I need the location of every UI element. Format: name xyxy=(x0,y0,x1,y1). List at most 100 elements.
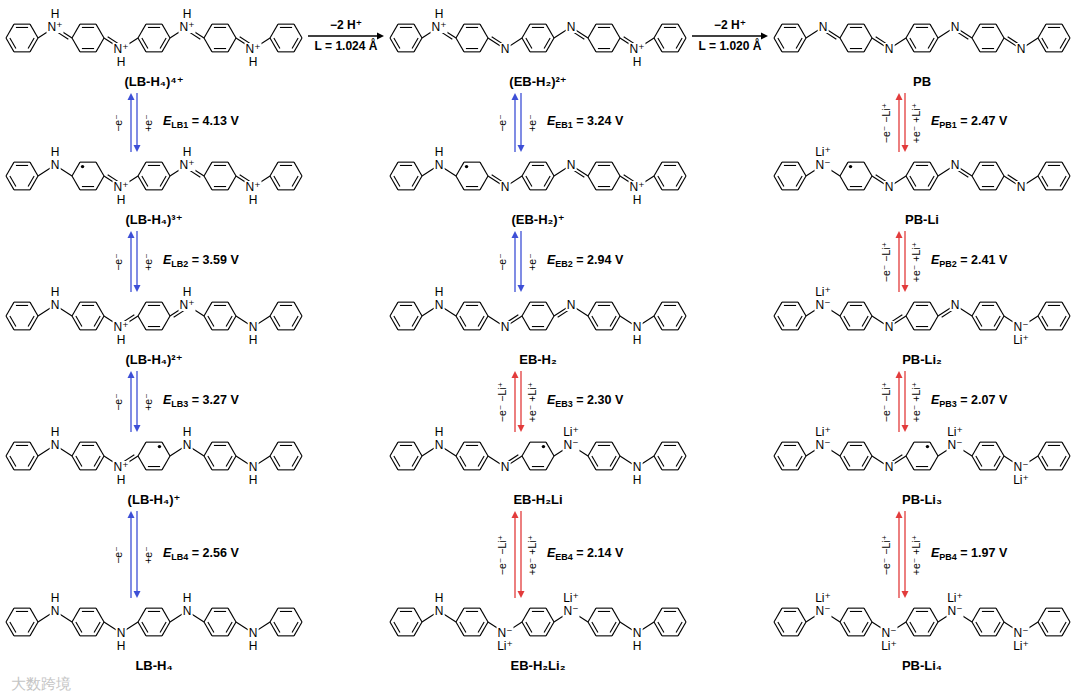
bond xyxy=(294,302,302,316)
bond xyxy=(546,316,554,330)
bond xyxy=(228,302,236,316)
bond xyxy=(982,48,994,49)
bond xyxy=(208,456,214,467)
bond xyxy=(972,302,980,316)
bond xyxy=(864,456,872,470)
atom-label: N⁻ xyxy=(1013,461,1030,473)
bond xyxy=(162,162,170,176)
bond xyxy=(456,316,464,330)
atom-label: N xyxy=(500,181,511,193)
bond xyxy=(916,611,928,612)
bond xyxy=(840,442,848,456)
atom-label: H xyxy=(632,334,643,346)
bond xyxy=(148,305,160,306)
bond xyxy=(80,442,96,443)
bond xyxy=(204,162,212,176)
bond xyxy=(146,329,162,330)
atom-label: N⁺ xyxy=(179,21,196,33)
bond xyxy=(532,165,544,166)
bond xyxy=(480,442,488,456)
bond xyxy=(204,176,212,190)
atom-label: N⁻ xyxy=(815,299,832,311)
atom-label: H xyxy=(116,640,127,652)
atom-label: Li⁺ xyxy=(814,146,832,158)
bond xyxy=(414,24,422,38)
bond xyxy=(464,469,480,470)
arrow-head xyxy=(128,371,135,378)
bond-length-label: L = 1.024 Å xyxy=(314,40,379,53)
bond xyxy=(906,162,914,176)
bond xyxy=(390,456,398,470)
compound-name: PB-Li₃ xyxy=(772,492,1072,508)
bond xyxy=(1062,38,1070,52)
potential-label: EPB4 = 1.97 V xyxy=(930,546,1008,562)
bond xyxy=(976,316,982,327)
bond xyxy=(96,302,104,316)
bond xyxy=(6,316,14,330)
bond xyxy=(274,316,280,327)
reaction-arrow xyxy=(512,231,525,292)
bond xyxy=(906,608,914,622)
bond xyxy=(798,608,806,622)
bond xyxy=(980,608,996,609)
compound: NNNNPB xyxy=(772,6,1072,90)
bond xyxy=(840,622,848,636)
bond xyxy=(212,608,228,609)
bond xyxy=(480,622,488,636)
atom-label: N⁻ xyxy=(563,439,580,451)
bond xyxy=(274,622,280,633)
bond xyxy=(654,38,662,52)
bond xyxy=(662,608,678,609)
bond xyxy=(796,316,802,327)
watermark: 大数跨境 xyxy=(10,676,72,693)
bond xyxy=(1038,302,1046,316)
bond xyxy=(994,316,1000,327)
bond xyxy=(784,165,796,166)
atom-label: Li⁺ xyxy=(946,426,964,438)
atom-label: Li⁺ xyxy=(562,592,580,604)
bond xyxy=(916,165,928,166)
bond xyxy=(522,162,530,176)
bond xyxy=(162,622,170,636)
bond xyxy=(138,442,146,456)
atom-label: N xyxy=(884,461,895,473)
bond xyxy=(212,24,228,25)
arrow-head xyxy=(134,145,141,152)
bond xyxy=(214,27,226,28)
bond xyxy=(146,51,162,52)
bond xyxy=(464,635,480,636)
bond xyxy=(292,176,298,187)
atom-label: N xyxy=(434,439,445,451)
compound: NHNHNHNHLB-H₄ xyxy=(4,590,304,674)
bond xyxy=(848,51,864,52)
bond xyxy=(910,38,916,49)
bond xyxy=(662,162,678,163)
bond xyxy=(864,622,872,636)
bond xyxy=(14,329,30,330)
bond xyxy=(530,608,546,609)
arrow-shaft xyxy=(514,236,515,292)
bond xyxy=(782,442,798,443)
bond xyxy=(464,608,480,609)
atom-label: H xyxy=(434,8,445,20)
bond xyxy=(30,176,38,190)
arrow-shaft xyxy=(514,376,515,432)
bond xyxy=(678,38,686,52)
bond xyxy=(840,608,848,622)
bond xyxy=(784,445,796,446)
bond xyxy=(906,442,914,456)
bond xyxy=(906,456,914,470)
bond xyxy=(592,456,598,467)
arrow-head xyxy=(377,33,384,40)
bond xyxy=(980,302,996,303)
bond xyxy=(596,329,612,330)
transfer-label: +e⁻ +Li⁺ xyxy=(911,240,923,282)
bond xyxy=(848,24,864,25)
bond xyxy=(994,622,1000,633)
bond xyxy=(784,27,796,28)
bond xyxy=(1060,456,1066,467)
bond xyxy=(798,456,806,470)
bond xyxy=(10,38,16,49)
bond xyxy=(678,316,686,330)
bond xyxy=(96,442,104,456)
